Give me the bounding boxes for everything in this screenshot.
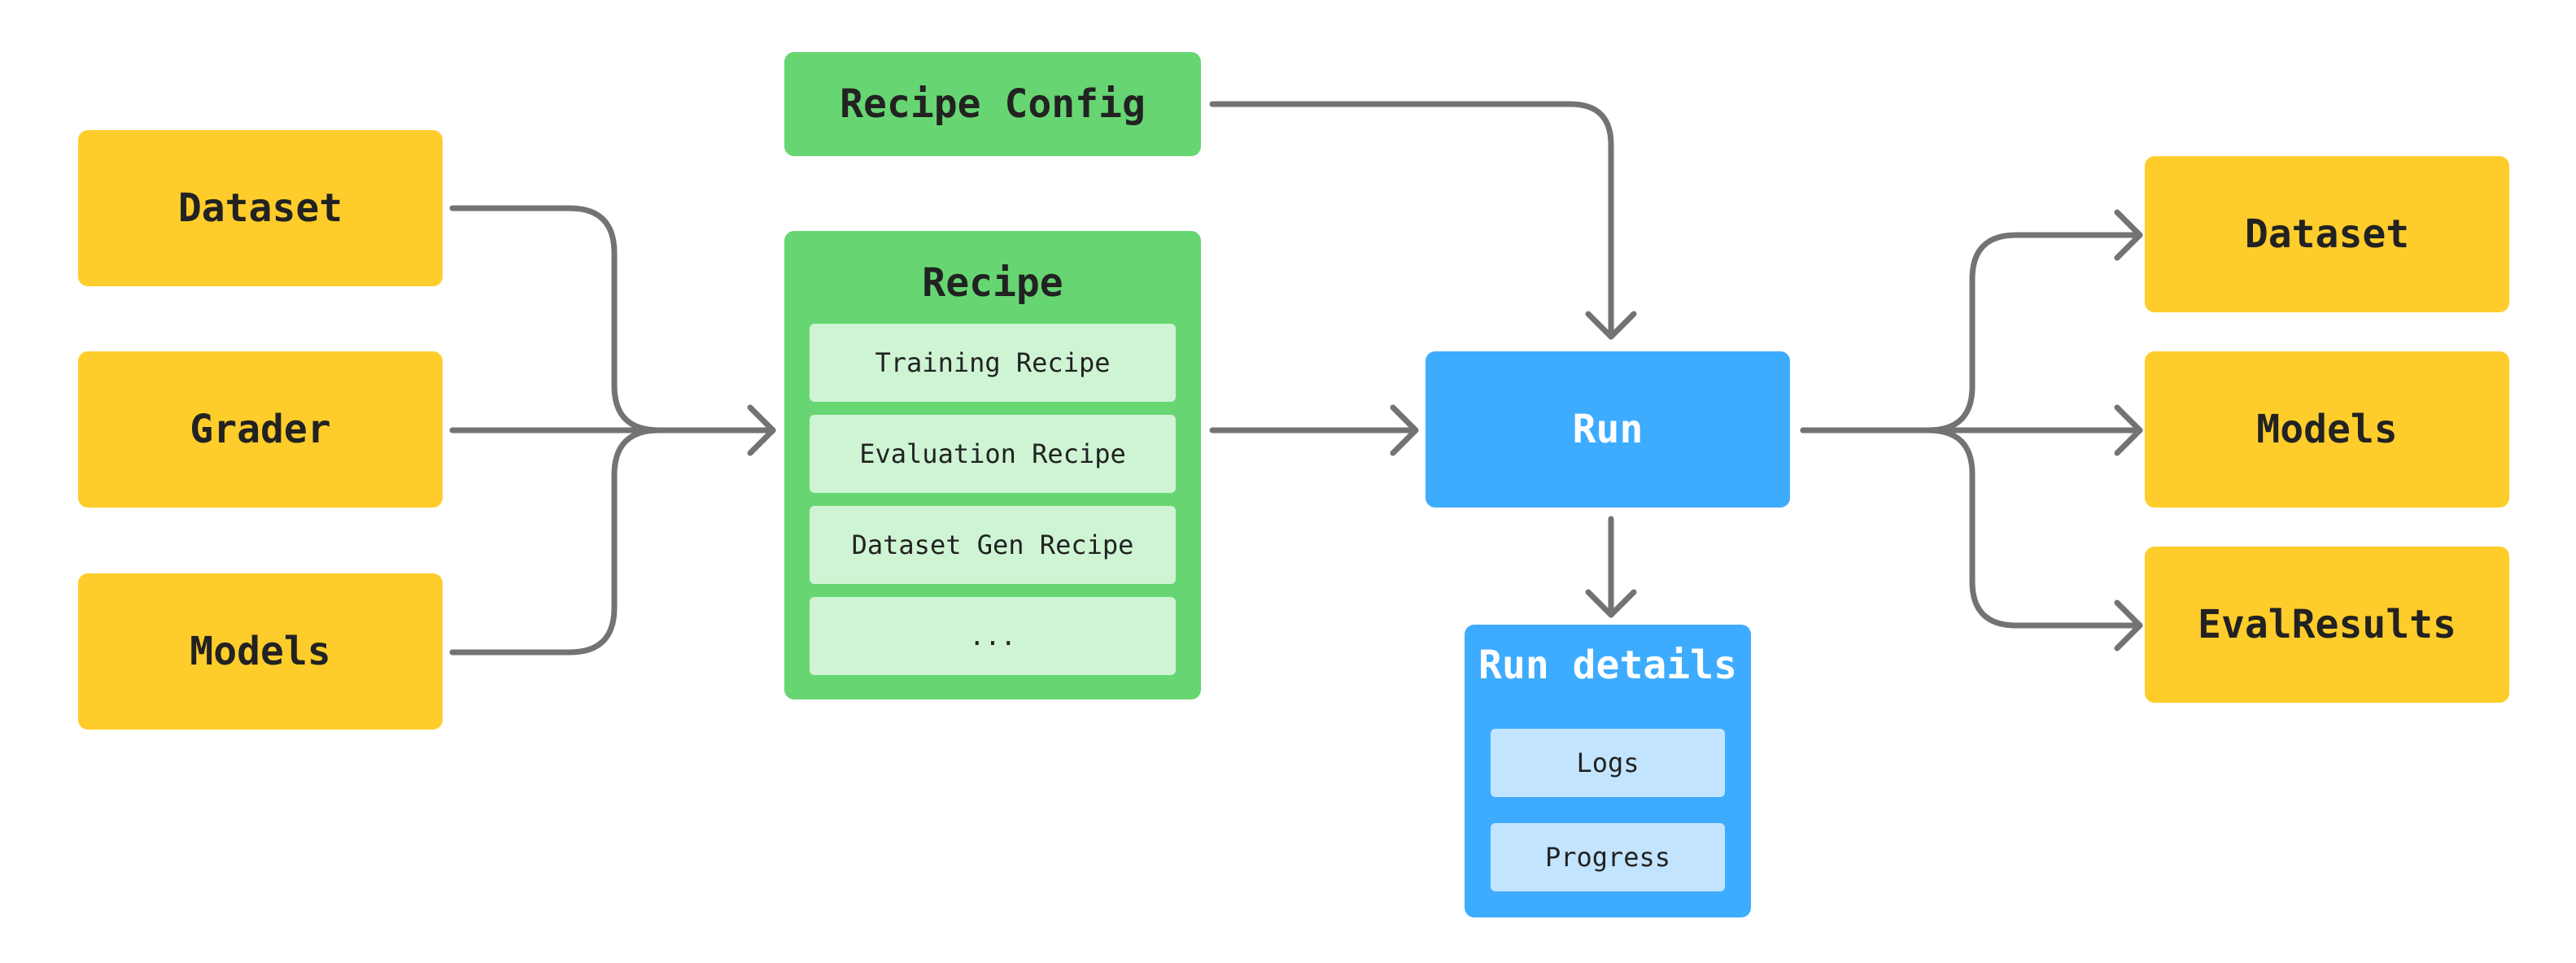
- arrow-models-to-recipe: [449, 427, 776, 656]
- output-evalresults-box: EvalResults: [2145, 547, 2509, 703]
- output-models-box: Models: [2145, 351, 2509, 508]
- arrowhead-output-dataset: [2114, 209, 2143, 261]
- recipe-item-ellipsis: ...: [810, 597, 1176, 675]
- arrowhead-output-evalresults: [2114, 599, 2143, 651]
- recipe-item-training: Training Recipe: [810, 324, 1176, 402]
- recipe-title: Recipe: [922, 260, 1063, 306]
- input-grader-box: Grader: [78, 351, 443, 508]
- arrow-recipe-config-to-run: [1209, 101, 1614, 340]
- recipe-container: Recipe Training Recipe Evaluation Recipe…: [784, 231, 1201, 699]
- output-dataset-box: Dataset: [2145, 156, 2509, 312]
- input-models-box: Models: [78, 573, 443, 730]
- run-box: Run: [1426, 351, 1790, 508]
- arrow-dataset-to-recipe: [449, 205, 776, 434]
- arrowhead-recipe-input: [747, 404, 776, 456]
- arrowhead-run-top: [1585, 311, 1637, 340]
- run-details-container: Run details Logs Progress: [1465, 625, 1751, 917]
- arrow-run-to-output-evalresults: [1800, 427, 2143, 629]
- recipe-item-evaluation: Evaluation Recipe: [810, 415, 1176, 493]
- recipe-item-dataset-gen: Dataset Gen Recipe: [810, 506, 1176, 584]
- input-dataset-box: Dataset: [78, 130, 443, 286]
- run-details-item-progress: Progress: [1491, 823, 1725, 891]
- recipe-config-box: Recipe Config: [784, 52, 1201, 156]
- arrowhead-output-models: [2114, 404, 2143, 456]
- run-details-title: Run details: [1478, 643, 1737, 688]
- run-details-item-logs: Logs: [1491, 729, 1725, 797]
- arrowhead-run-details: [1585, 589, 1637, 618]
- arrow-run-to-output-dataset: [1800, 232, 2143, 434]
- arrowhead-run-left: [1390, 404, 1419, 456]
